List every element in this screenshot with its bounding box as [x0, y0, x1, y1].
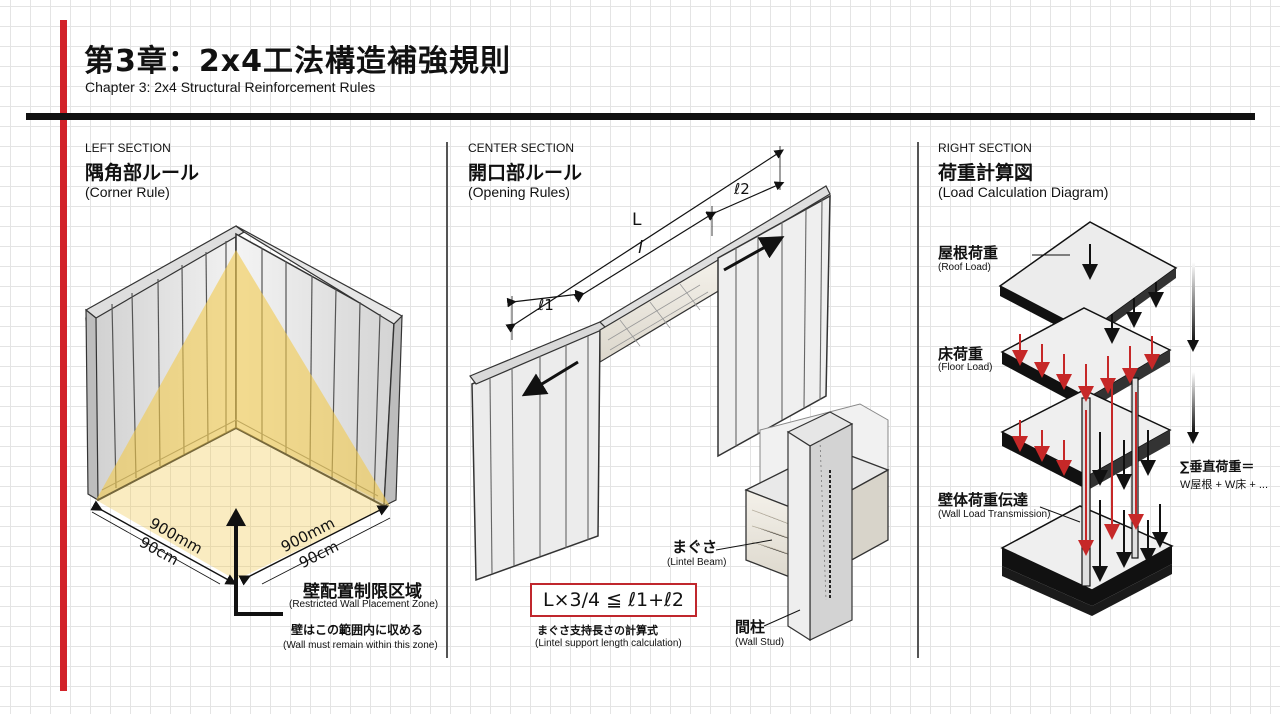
zone-note-caption: (Wall must remain within this zone) [283, 640, 438, 651]
restricted-zone-label: 壁配置制限区域 [303, 582, 422, 602]
right-section-subheading: (Load Calculation Diagram) [938, 184, 1109, 200]
formula-caption: (Lintel support length calculation) [535, 638, 682, 649]
red-margin-rule [60, 20, 67, 691]
section-divider-right [917, 142, 919, 658]
roof-load-label: 屋根荷重 [938, 244, 999, 262]
zone-note-label: 壁はこの範囲内に収める [291, 623, 424, 637]
section-divider-left [446, 142, 448, 658]
zone-pointer-arrow [234, 522, 283, 616]
opening-frame-illustration [469, 146, 890, 642]
dimension-l1 [506, 289, 585, 308]
dim-l2-label: ℓ2 [734, 180, 750, 198]
floor-load-caption: (Floor Load) [938, 362, 993, 373]
dim-L-label: L [632, 210, 642, 230]
floor-load-arrows [1012, 334, 1160, 556]
stud-label: 間柱 [735, 618, 766, 636]
roof-load-arrows [1092, 282, 1168, 582]
right-section-label: RIGHT SECTION [938, 141, 1032, 155]
vertical-load-sum-label: ∑垂直荷重＝ [1180, 460, 1255, 475]
dimension-left-guide [91, 511, 221, 585]
dim-l1-label: ℓ1 [538, 296, 554, 314]
vertical-load-sum-formula: W屋根 + W床 + ... [1180, 479, 1269, 491]
left-section-heading: 隅角部ルール [85, 162, 200, 184]
lintel-caption: (Lintel Beam) [667, 557, 727, 568]
dimension-right-guide [261, 517, 391, 585]
dimension-l2 [705, 181, 785, 221]
left-section-subheading: (Corner Rule) [85, 184, 170, 200]
restricted-zone-highlight [96, 250, 390, 506]
right-section-heading: 荷重計算図 [938, 162, 1034, 184]
restricted-zone-caption: (Restricted Wall Placement Zone) [289, 599, 439, 610]
lintel-label: まぐさ [672, 538, 718, 556]
roof-load-caption: (Roof Load) [938, 262, 991, 273]
page-subtitle: Chapter 3: 2x4 Structural Reinforcement … [85, 79, 376, 95]
dimension-left-900 [90, 500, 237, 585]
load-diagram-illustration [998, 221, 1199, 616]
wall-load-caption: (Wall Load Transmission) [938, 509, 1051, 520]
dim-l-label: l [638, 238, 643, 258]
corner-wall-illustration [84, 225, 403, 616]
formula-label: まぐさ支持長さの計算式 [537, 624, 658, 637]
dimension-l [573, 211, 717, 303]
dimension-right-900 [238, 505, 389, 586]
stud-caption: (Wall Stud) [735, 637, 785, 648]
wall-load-label: 壁体荷重伝達 [938, 491, 1029, 509]
left-section-label: LEFT SECTION [85, 141, 171, 155]
lintel-detail [744, 403, 890, 642]
floor-load-label: 床荷重 [938, 345, 984, 363]
lintel-formula-box: L×3/4 ≦ ℓ1+ℓ2 [530, 583, 697, 617]
page-title: 第3章：2x4工法構造補強規則 [84, 44, 511, 79]
header-divider [26, 113, 1255, 120]
